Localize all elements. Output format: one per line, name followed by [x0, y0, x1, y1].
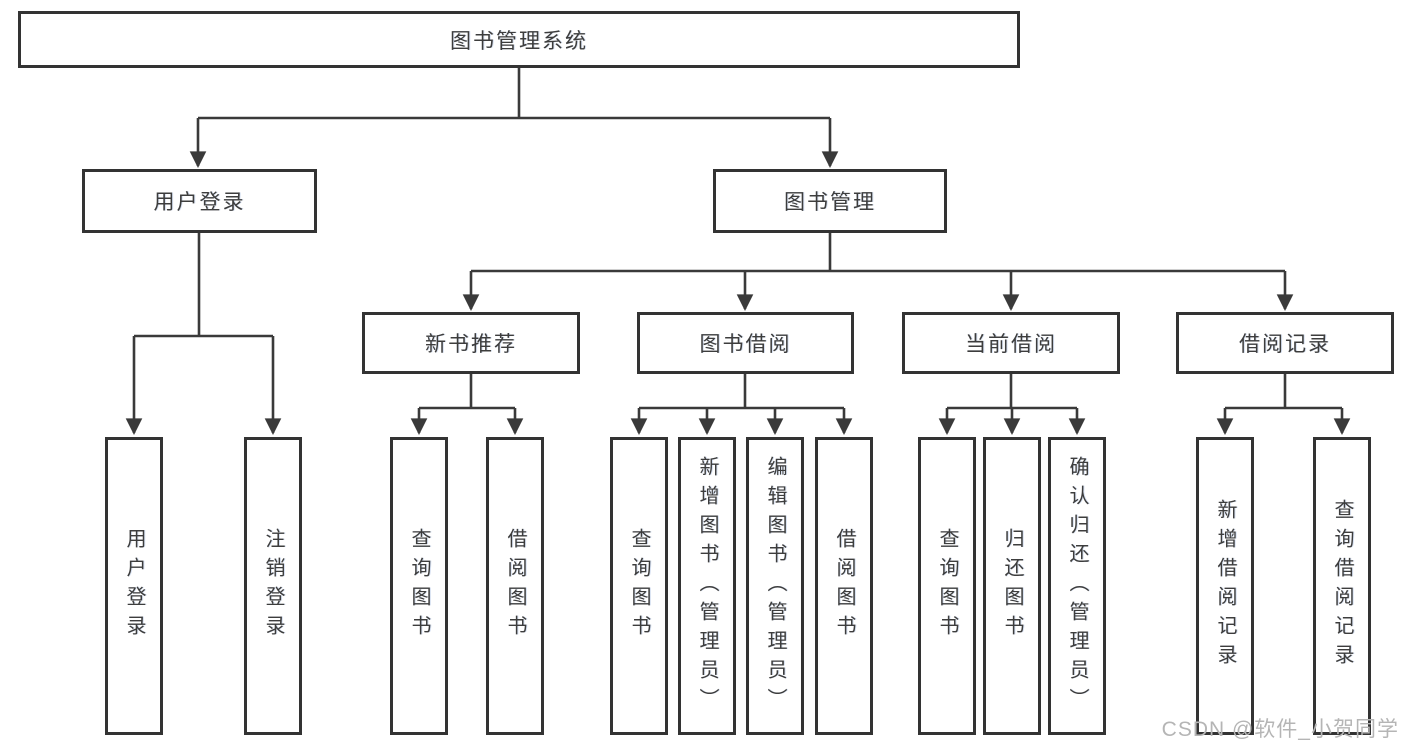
- leaf-borrow-books-borrowing: 借阅图书: [815, 437, 873, 735]
- leaf-query-books-current: 查询图书: [918, 437, 976, 735]
- node-library-management-system: 图书管理系统: [18, 11, 1020, 68]
- leaf-edit-books-admin: 编辑图书（管理员）: [746, 437, 804, 735]
- tree-arrows: [125, 118, 1351, 435]
- leaf-logout: 注销登录: [244, 437, 302, 735]
- leaf-query-books-recommend: 查询图书: [390, 437, 448, 735]
- node-book-borrowing: 图书借阅: [637, 312, 854, 374]
- node-new-book-recommendation: 新书推荐: [362, 312, 580, 374]
- node-book-management: 图书管理: [713, 169, 947, 233]
- watermark: CSDN @软件_小贺同学: [1161, 718, 1399, 741]
- node-current-borrowing: 当前借阅: [902, 312, 1120, 374]
- leaf-user-login: 用户登录: [105, 437, 163, 735]
- node-user-login: 用户登录: [82, 169, 317, 233]
- tree-edges: [134, 68, 1342, 410]
- leaf-borrow-books-recommend: 借阅图书: [486, 437, 544, 735]
- leaf-confirm-return-admin: 确认归还（管理员）: [1048, 437, 1106, 735]
- leaf-query-borrow-record: 查询借阅记录: [1313, 437, 1371, 735]
- leaf-return-books: 归还图书: [983, 437, 1041, 735]
- leaf-add-books-admin: 新增图书（管理员）: [678, 437, 736, 735]
- leaf-query-books-borrowing: 查询图书: [610, 437, 668, 735]
- leaf-add-borrow-record: 新增借阅记录: [1196, 437, 1254, 735]
- node-borrowing-records: 借阅记录: [1176, 312, 1394, 374]
